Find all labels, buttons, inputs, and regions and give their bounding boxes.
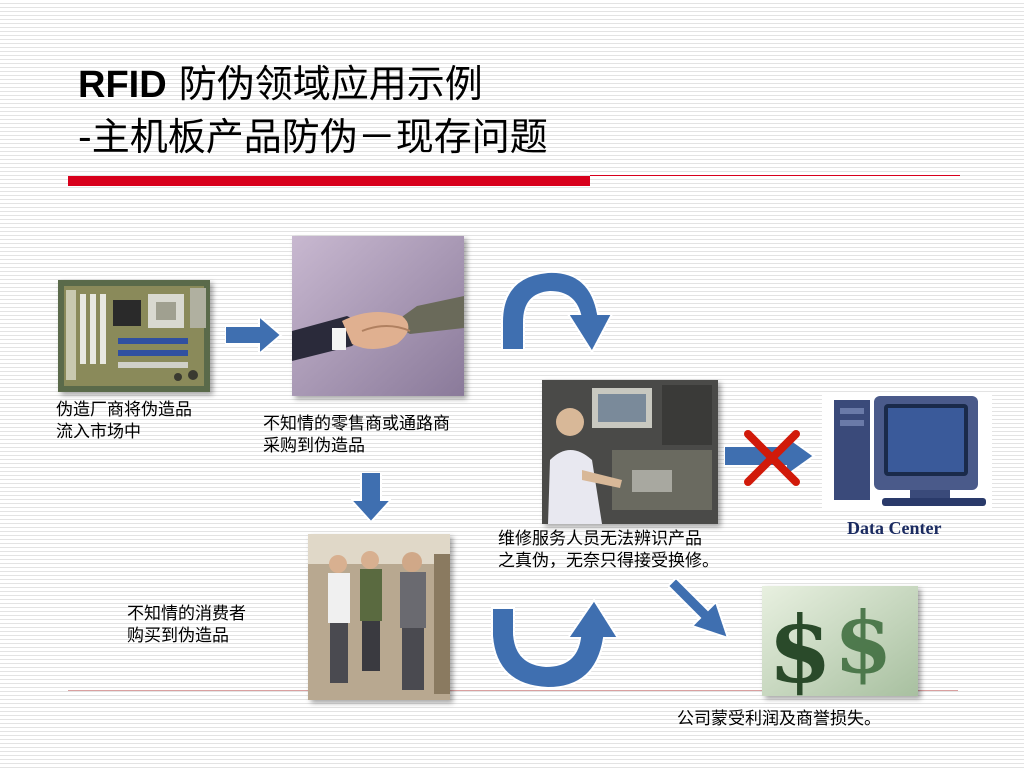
caption-consumer-line2: 购买到伪造品: [127, 626, 229, 646]
caption-counterfeiter-line1: 伪造厂商将伪造品: [56, 400, 192, 420]
title-underline-red: [68, 176, 590, 186]
title-underline-thin: [590, 175, 960, 176]
title-line2: -主机板产品防伪－现存问题: [78, 115, 548, 159]
computer-server-photo: [822, 392, 992, 510]
caption-consumer: 不知情的消费者 购买到伪造品: [127, 603, 246, 647]
svg-text:$: $: [834, 593, 892, 692]
arrow-right-1: [225, 316, 283, 354]
data-center-label: Data Center: [847, 518, 942, 538]
caption-consumer-line1: 不知情的消费者: [127, 604, 246, 624]
slide-title: RFID 防伪领域应用示例 -主机板产品防伪－现存问题: [78, 58, 548, 163]
svg-text:$: $: [768, 596, 832, 696]
caption-repair-line2: 之真伪，无奈只得接受换修。: [498, 551, 719, 571]
curved-arrow-bottom: [486, 594, 632, 692]
red-x-icon: [742, 428, 802, 488]
crowd-photo: [308, 534, 450, 700]
caption-repair-line1: 维修服务人员无法辨识产品: [498, 529, 702, 549]
caption-counterfeiter: 伪造厂商将伪造品 流入市场中: [56, 399, 192, 443]
repair-technician-photo: [542, 380, 718, 524]
title-line1: 防伪领域应用示例: [178, 62, 483, 106]
caption-retailer-line1: 不知情的零售商或通路商: [263, 414, 450, 434]
arrow-down: [351, 472, 391, 524]
footer-divider: [68, 690, 958, 691]
motherboard-photo: [58, 280, 210, 392]
handshake-photo: [292, 236, 464, 396]
caption-retailer: 不知情的零售商或通路商 采购到伪造品: [263, 413, 450, 457]
curved-arrow-top: [488, 262, 630, 356]
caption-counterfeiter-line2: 流入市场中: [56, 422, 141, 442]
caption-retailer-line2: 采购到伪造品: [263, 436, 365, 456]
arrow-diagonal: [668, 578, 734, 644]
caption-company-loss: 公司蒙受利润及商誉损失。: [677, 709, 881, 729]
title-rfid: RFID: [78, 64, 167, 106]
caption-repair: 维修服务人员无法辨识产品 之真伪，无奈只得接受换修。: [498, 528, 719, 572]
dollar-sign-photo: $ $: [762, 586, 918, 696]
